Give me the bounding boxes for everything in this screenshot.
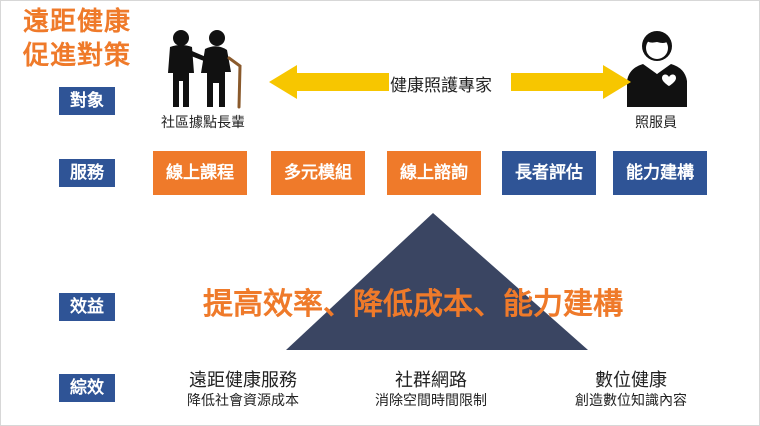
label-service: 服務 bbox=[59, 159, 115, 187]
label-benefit: 效益 bbox=[59, 293, 115, 321]
outcome-title-1: 遠距健康服務 bbox=[189, 370, 297, 391]
label-outcome: 綜效 bbox=[59, 374, 115, 402]
caregiver-icon bbox=[627, 31, 687, 107]
service-online-consult: 線上諮詢 bbox=[387, 151, 481, 195]
benefit-text: 提高效率、降低成本、能力建構 bbox=[203, 287, 623, 322]
service-multi-module: 多元模組 bbox=[271, 151, 365, 195]
left-arrow-icon bbox=[269, 65, 389, 99]
outcome-sub-3: 創造數位知識內容 bbox=[575, 393, 687, 409]
outcome-title-3: 數位健康 bbox=[595, 370, 667, 391]
elderly-couple-icon bbox=[168, 30, 242, 109]
service-elder-assessment: 長者評估 bbox=[502, 151, 596, 195]
elderly-caption: 社區據點長輩 bbox=[161, 115, 245, 131]
page-title-line2: 促進對策 bbox=[23, 41, 132, 71]
outcome-title-2: 社群網路 bbox=[395, 370, 467, 391]
service-online-course: 線上課程 bbox=[153, 151, 247, 195]
label-target: 對象 bbox=[59, 87, 115, 115]
right-arrow-icon bbox=[511, 65, 631, 99]
outcome-sub-1: 降低社會資源成本 bbox=[187, 393, 299, 409]
expert-label: 健康照護專家 bbox=[390, 76, 492, 96]
service-capacity-building: 能力建構 bbox=[613, 151, 707, 195]
caregiver-caption: 照服員 bbox=[635, 115, 677, 131]
outcome-sub-2: 消除空間時間限制 bbox=[375, 393, 487, 409]
page-title-line1: 遠距健康 bbox=[23, 7, 132, 37]
